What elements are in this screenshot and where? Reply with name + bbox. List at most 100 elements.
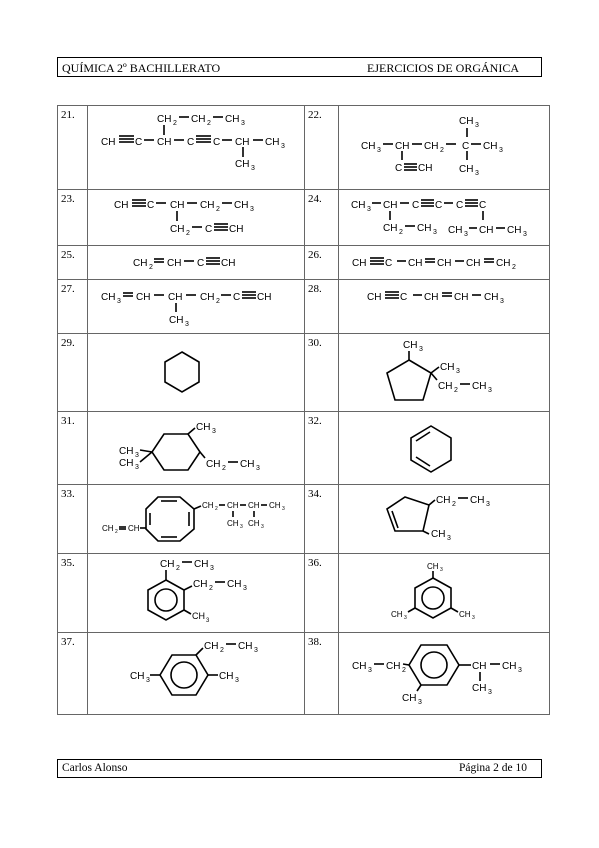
svg-text:CH: CH [133, 258, 147, 269]
svg-text:CH: CH [424, 292, 438, 303]
svg-text:CH: CH [417, 223, 431, 234]
svg-text:CH: CH [200, 200, 214, 211]
svg-text:3: 3 [256, 465, 260, 472]
exercise-number: 31. [57, 411, 88, 485]
svg-text:CH: CH [101, 137, 115, 148]
exercise-number: 35. [57, 553, 88, 633]
svg-text:CH: CH [157, 137, 171, 148]
svg-text:C: C [147, 200, 154, 211]
svg-text:2: 2 [220, 647, 224, 654]
exercise-number: 37. [57, 632, 88, 715]
svg-text:2: 2 [512, 264, 516, 271]
svg-text:C: C [187, 137, 194, 148]
svg-text:CH: CH [238, 641, 252, 652]
svg-text:2: 2 [176, 565, 180, 572]
svg-text:C: C [456, 200, 463, 211]
svg-text:CH: CH [227, 501, 239, 510]
formula-29 [164, 351, 200, 393]
svg-text:CH: CH [402, 693, 416, 704]
svg-text:3: 3 [240, 524, 243, 530]
svg-text:CH: CH [240, 459, 254, 470]
svg-text:CH: CH [235, 159, 249, 170]
svg-text:3: 3 [250, 206, 254, 213]
svg-text:C: C [400, 292, 407, 303]
svg-text:CH: CH [204, 641, 218, 652]
svg-text:C: C [435, 200, 442, 211]
exercise-number: 24. [304, 189, 339, 246]
svg-text:3: 3 [135, 464, 139, 471]
svg-text:CH: CH [219, 671, 233, 682]
svg-text:CH: CH [136, 292, 150, 303]
svg-text:CH: CH [472, 381, 486, 392]
svg-text:CH: CH [235, 137, 249, 148]
svg-text:3: 3 [418, 699, 422, 706]
svg-text:2: 2 [115, 529, 118, 535]
svg-text:CH: CH [502, 661, 516, 672]
exercise-number: 23. [57, 189, 88, 246]
svg-text:CH: CH [454, 292, 468, 303]
svg-text:3: 3 [146, 677, 150, 684]
svg-text:CH: CH [248, 519, 260, 528]
exercise-number: 29. [57, 333, 88, 412]
svg-text:2: 2 [186, 230, 190, 237]
svg-text:CH: CH [265, 137, 279, 148]
svg-text:3: 3 [486, 501, 490, 508]
svg-text:CH: CH [269, 501, 281, 510]
exercise-number: 28. [304, 279, 339, 334]
svg-text:CH: CH [386, 661, 400, 672]
svg-text:2: 2 [207, 120, 211, 127]
svg-text:C: C [233, 292, 240, 303]
footer-page-number: Página 2 de 10 [458, 762, 527, 774]
svg-text:CH: CH [193, 579, 207, 590]
svg-text:3: 3 [518, 667, 522, 674]
svg-text:3: 3 [282, 506, 285, 512]
svg-text:CH: CH [191, 114, 205, 125]
svg-text:CH: CH [459, 116, 473, 127]
svg-text:C: C [135, 137, 142, 148]
svg-text:CH: CH [440, 362, 454, 373]
exercise-number: 36. [304, 553, 339, 633]
svg-text:CH: CH [169, 315, 183, 326]
svg-text:3: 3 [523, 231, 527, 238]
svg-text:C: C [395, 163, 402, 174]
svg-text:CH: CH [119, 458, 133, 469]
svg-text:CH: CH [114, 200, 128, 211]
svg-text:3: 3 [377, 147, 381, 154]
svg-text:3: 3 [185, 321, 189, 328]
svg-text:2: 2 [454, 387, 458, 394]
svg-text:3: 3 [243, 585, 247, 592]
svg-text:3: 3 [241, 120, 245, 127]
svg-text:C: C [412, 200, 419, 211]
svg-text:CH: CH [227, 579, 241, 590]
svg-text:C: C [197, 258, 204, 269]
svg-text:CH: CH [130, 671, 144, 682]
svg-text:CH: CH [383, 200, 397, 211]
svg-text:CH: CH [448, 225, 462, 236]
formula-32 [410, 425, 452, 473]
exercise-number: 21. [57, 105, 88, 190]
exercise-number: 38. [304, 632, 339, 715]
svg-text:CH: CH [408, 258, 422, 269]
svg-text:3: 3 [117, 298, 121, 305]
exercise-number: 22. [304, 105, 339, 190]
svg-text:3: 3 [404, 615, 407, 621]
svg-text:3: 3 [475, 122, 479, 129]
svg-text:CH: CH [119, 446, 133, 457]
